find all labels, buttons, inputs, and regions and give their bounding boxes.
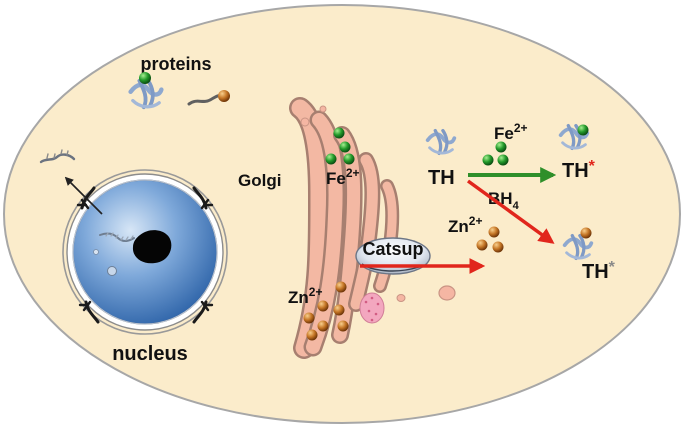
zinc-ion-th-product	[580, 227, 592, 239]
cyto-iron-ions	[482, 141, 509, 166]
th-label: TH	[428, 167, 455, 189]
cyto-zinc-ions	[476, 226, 504, 253]
bh4-label: BH4	[488, 189, 520, 212]
golgi-zinc-ions	[303, 281, 349, 341]
iron-ion-th-product	[577, 124, 589, 136]
catsup-transporter: Catsup	[355, 237, 431, 275]
golgi-label: Golgi	[238, 171, 281, 190]
nucleus-label: nucleus	[112, 343, 188, 365]
th-zinc-product-label: TH*	[582, 259, 616, 283]
catsup-label: Catsup	[362, 239, 423, 259]
th-iron-product-label: TH*	[562, 158, 596, 182]
cyto-iron-label: Fe2+	[494, 121, 528, 143]
golgi-zinc-label: Zn2+	[288, 285, 322, 307]
iron-ion-protein	[139, 72, 151, 84]
cyto-zinc-label: Zn2+	[448, 214, 482, 236]
golgi-iron-label: Fe2+	[326, 166, 360, 188]
nucleus	[39, 149, 228, 335]
zinc-ion-protein	[218, 90, 230, 102]
golgi-iron-ions	[325, 127, 355, 165]
proteins-label: proteins	[140, 54, 211, 74]
red-arrow-th	[466, 179, 555, 244]
